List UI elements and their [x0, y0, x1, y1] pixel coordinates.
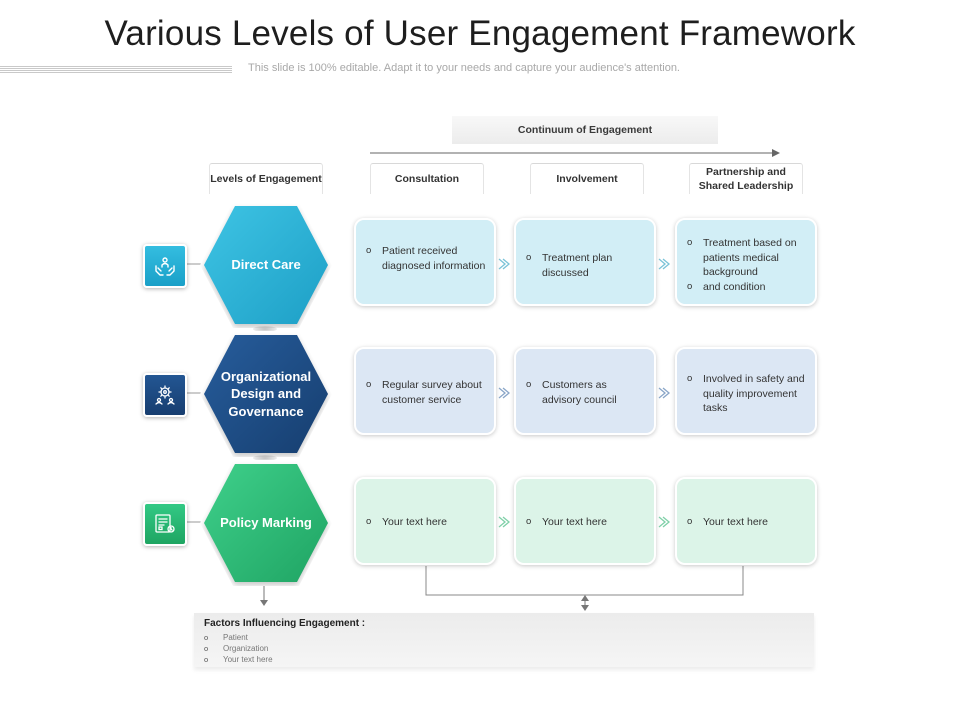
- column-header-involvement: Involvement: [530, 163, 644, 194]
- page-title: Various Levels of User Engagement Framew…: [104, 14, 856, 53]
- level-organizational-design: Organizational Design and Governance: [200, 331, 332, 457]
- policy-icon-box: [143, 502, 187, 546]
- card-policy-consultation: Your text here: [354, 477, 496, 565]
- chevron-right-icon: [658, 258, 671, 270]
- card-governance-involvement: Customers as advisory council: [514, 347, 656, 435]
- level-label: Organizational Design and Governance: [204, 335, 328, 453]
- governance-icon-box: [143, 373, 187, 417]
- factors-list: Patient Organization Your text here: [204, 632, 273, 665]
- chevron-right-icon: [498, 258, 511, 270]
- hex-shadow: [253, 326, 277, 332]
- column-header-partnership: Partnership and Shared Leadership: [689, 163, 803, 194]
- card-direct-partnership: Treatment based on patients medical back…: [675, 218, 817, 306]
- page-subtitle: This slide is 100% editable. Adapt it to…: [248, 62, 680, 74]
- chevron-right-icon: [658, 387, 671, 399]
- continuum-arrow-head: [772, 149, 780, 157]
- direct-care-icon-box: [143, 244, 187, 288]
- column-header-levels: Levels of Engagement: [209, 163, 323, 194]
- cards-bracket: [425, 566, 744, 596]
- card-governance-partnership: Involved in safety and quality improveme…: [675, 347, 817, 435]
- bracket-up-head: [581, 595, 589, 601]
- factor-item: Organization: [204, 643, 273, 654]
- factor-item: Your text here: [204, 654, 273, 665]
- bracket-down-head: [581, 605, 589, 611]
- card-item: Customers as advisory council: [524, 378, 646, 407]
- factor-item: Patient: [204, 632, 273, 643]
- card-direct-consultation: Patient received diagnosed information: [354, 218, 496, 306]
- gear-people-icon: [155, 385, 175, 405]
- chevron-right-icon: [498, 516, 511, 528]
- card-policy-involvement: Your text here: [514, 477, 656, 565]
- card-item: Treatment based on patients medical back…: [685, 236, 807, 280]
- card-policy-partnership: Your text here: [675, 477, 817, 565]
- card-item: Patient received diagnosed information: [364, 244, 486, 273]
- card-governance-consultation: Regular survey about customer service: [354, 347, 496, 435]
- column-header-consultation: Consultation: [370, 163, 484, 194]
- card-item: Involved in safety and quality improveme…: [685, 372, 807, 416]
- level-label: Direct Care: [204, 206, 328, 324]
- card-item: Treatment plan discussed: [524, 251, 646, 280]
- card-item: Regular survey about customer service: [364, 378, 486, 407]
- policy-document-icon: [155, 514, 175, 533]
- hex-shadow: [253, 455, 277, 461]
- card-item: Your text here: [524, 515, 646, 530]
- level-label: Policy Marking: [204, 464, 328, 582]
- chevron-right-icon: [658, 516, 671, 528]
- card-item: Your text here: [685, 515, 807, 530]
- levels-down-head: [260, 600, 268, 606]
- factors-title: Factors Influencing Engagement :: [204, 618, 366, 629]
- card-direct-involvement: Treatment plan discussed: [514, 218, 656, 306]
- continuum-header: Continuum of Engagement: [452, 116, 718, 144]
- level-policy-marking: Policy Marking: [200, 460, 332, 586]
- card-item: Your text here: [364, 515, 486, 530]
- title-decoration: [0, 66, 232, 74]
- level-direct-care: Direct Care: [200, 202, 332, 328]
- card-item: and condition: [685, 280, 807, 295]
- hands-care-icon: [155, 257, 175, 276]
- chevron-right-icon: [498, 387, 511, 399]
- factors-panel: Factors Influencing Engagement : Patient…: [194, 613, 814, 667]
